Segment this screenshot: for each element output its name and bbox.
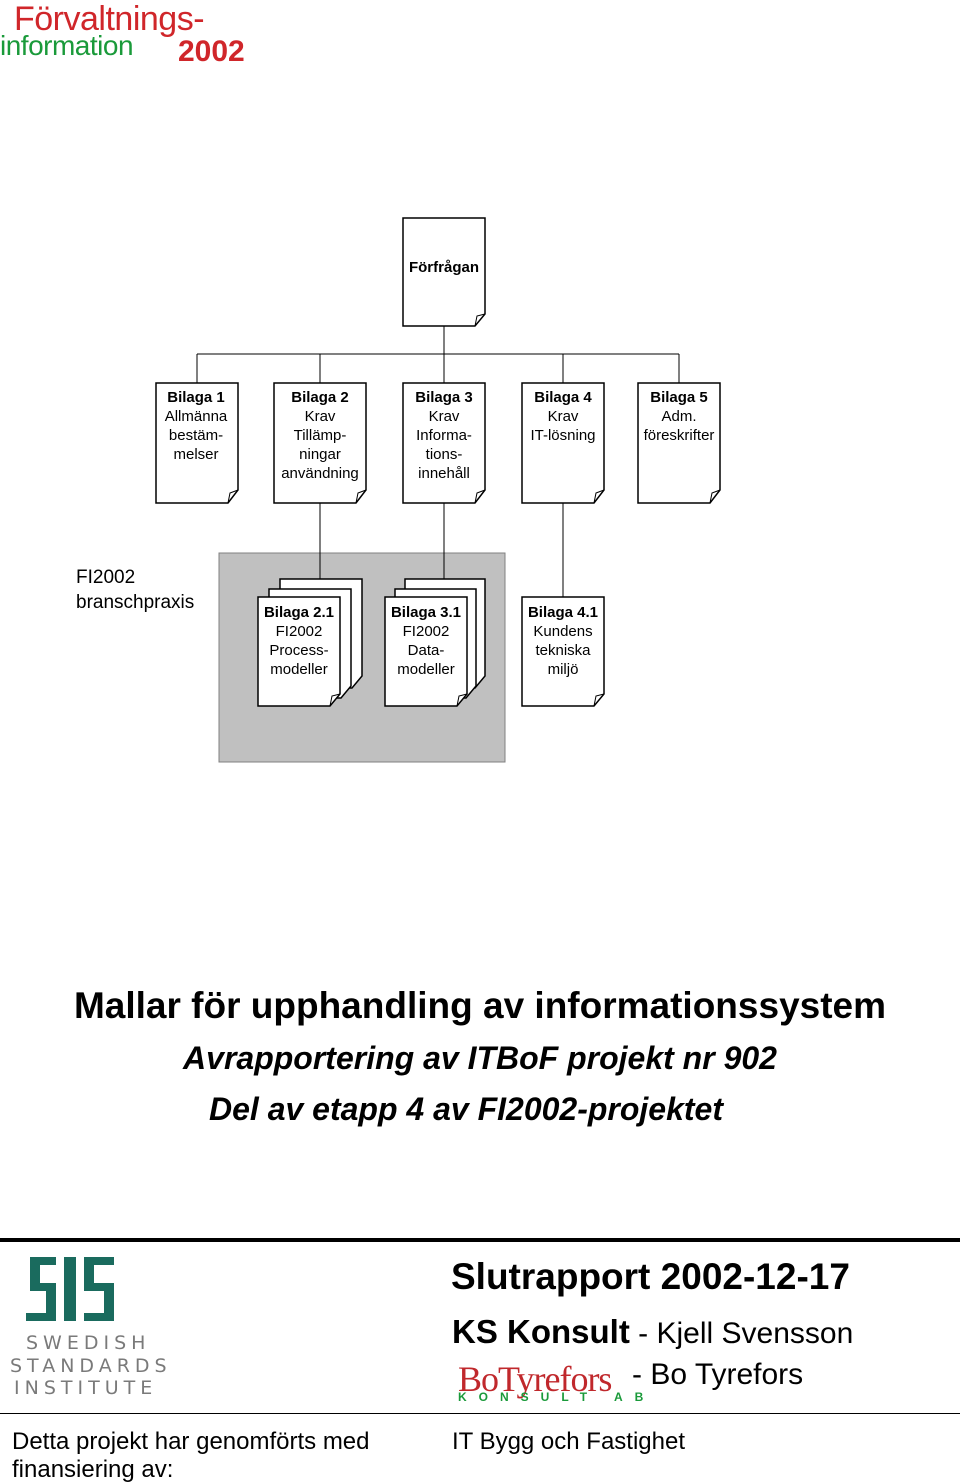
document-structure-diagram [155,217,721,763]
main-title: Mallar för upphandling av informationssy… [73,985,887,1026]
forfragan-doc-shape [402,217,486,327]
bilaga-5-label: Bilaga 5 Adm. föreskrifter [643,389,715,444]
subtitle-2: Del av etapp 4 av FI2002-projektet [209,1091,723,1127]
sis-word-3: INSTITUTE [14,1377,158,1399]
slutrapport-date: Slutrapport 2002-12-17 [451,1256,850,1297]
footer-divider-bottom [0,1413,960,1414]
bilaga-4-1-label: Bilaga 4.1 Kundens tekniska miljö [527,604,599,678]
logo-line1: Förvaltnings- [14,0,205,38]
bilaga-2-label: Bilaga 2 Krav Tillämp- ningar användning [281,389,359,482]
botyrefors-wordmark: BoTyrefors [458,1359,612,1399]
sis-word-1: SWEDISH [26,1332,151,1354]
bilaga-3-1-label: Bilaga 3.1 FI2002 Data- modeller [390,604,462,678]
bilaga-1-label: Bilaga 1 Allmänna bestäm- melser [164,389,228,463]
bilaga-4-label: Bilaga 4 Krav IT-lösning [530,389,596,444]
bilaga-2-1-label: Bilaga 2.1 FI2002 Process- modeller [263,604,335,678]
ks-person: - Kjell Svensson [638,1317,854,1350]
bilaga-3-label: Bilaga 3 Krav Informa- tions- innehåll [415,389,473,482]
ks-company: KS Konsult [452,1313,630,1350]
logo-year: 2002 [178,35,245,68]
funder-name: IT Bygg och Fastighet [452,1428,686,1455]
sis-word-2: STANDARDS [10,1355,172,1377]
botyrefors-logo: BoTyrefors KONSULT AB [458,1358,878,1408]
forvaltningsinformation-logo: Förvaltnings- information 2002 [0,0,260,72]
ks-konsult-line: KS Konsult - Kjell Svensson [452,1313,853,1351]
connector-lines [196,326,680,597]
funding-text: Detta projekt har genomförts med finansi… [12,1428,370,1483]
sub-doc-shapes [257,578,605,707]
branschpraxis-label: FI2002 branschpraxis [76,567,195,613]
forfragan-label: Förfrågan [408,259,479,276]
bilaga-doc-shapes [155,382,721,504]
subtitle-1: Avrapportering av ITBoF projekt nr 902 [183,1040,777,1076]
footer-divider-top [0,1238,960,1242]
botyrefors-konsult: KONSULT AB [458,1390,656,1404]
sis-logo [26,1257,114,1321]
logo-line2: information [0,30,134,61]
bo-tyrefors-person: - Bo Tyrefors [632,1358,804,1391]
